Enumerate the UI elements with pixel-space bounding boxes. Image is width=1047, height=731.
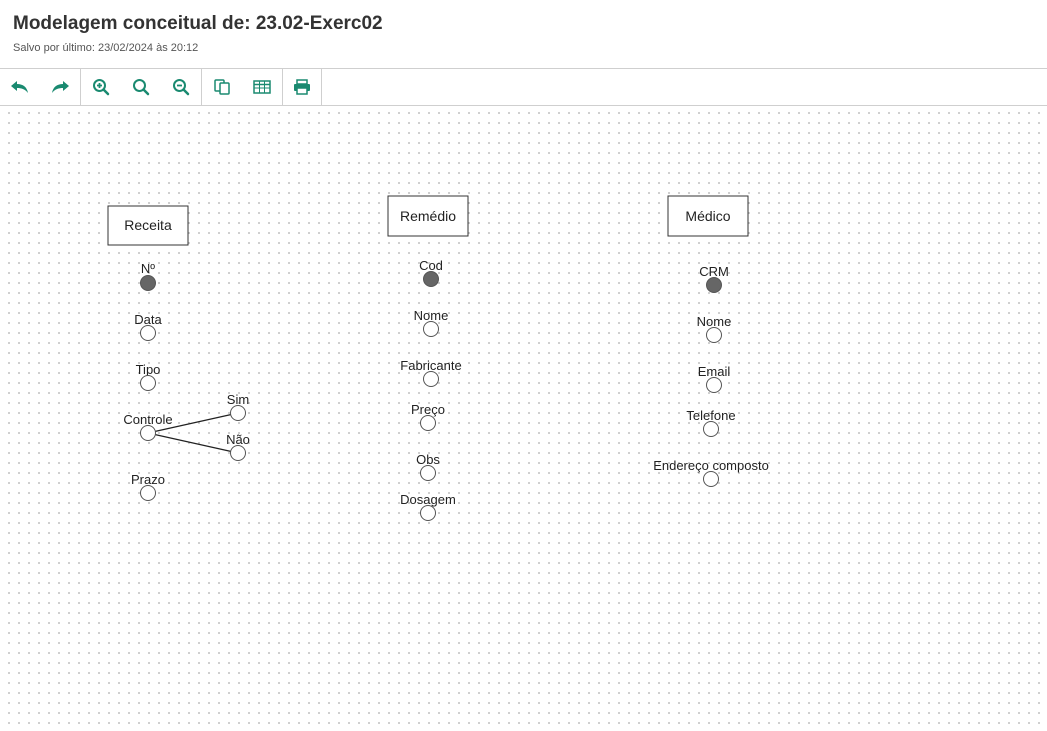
attribute-data[interactable]: Data [134, 312, 162, 341]
attribute-circle[interactable] [230, 405, 246, 421]
attribute-circle[interactable] [706, 327, 722, 343]
table-button[interactable] [242, 69, 282, 105]
attribute-circle[interactable] [420, 415, 436, 431]
copy-icon [214, 79, 230, 95]
attribute-controle[interactable]: Controle [123, 412, 239, 454]
entity-label: Remédio [400, 208, 456, 224]
attribute-circle[interactable] [420, 465, 436, 481]
attribute-circle[interactable] [140, 485, 156, 501]
attribute-sim[interactable]: Sim [227, 392, 249, 421]
attribute-label: Controle [123, 412, 172, 427]
attribute-label: Não [226, 432, 250, 447]
zoom-reset-button[interactable] [121, 69, 161, 105]
attribute-telefone[interactable]: Telefone [686, 408, 736, 437]
attribute-nome-remedio[interactable]: Nome [414, 308, 449, 337]
entity-medico[interactable]: Médico [667, 195, 749, 237]
attribute-obs[interactable]: Obs [416, 452, 440, 481]
print-icon [294, 79, 310, 95]
attribute-circle[interactable] [420, 505, 436, 521]
attribute-numero[interactable]: Nº [140, 261, 156, 291]
key-attribute-circle[interactable] [423, 271, 439, 287]
entity-box[interactable] [107, 205, 189, 246]
diagram: Receita Nº Data Tipo Controle Sim Não [107, 195, 769, 521]
redo-button[interactable] [40, 69, 80, 105]
attribute-label: Nome [414, 308, 449, 323]
attribute-circle[interactable] [423, 371, 439, 387]
print-group [283, 69, 322, 105]
attribute-nome-medico[interactable]: Nome [697, 314, 732, 343]
entity-box[interactable] [387, 195, 469, 237]
entity-remedio[interactable]: Remédio [387, 195, 469, 237]
diagram-canvas[interactable]: Receita Nº Data Tipo Controle Sim Não [0, 106, 1047, 731]
undo-button[interactable] [0, 69, 40, 105]
attribute-preco[interactable]: Preço [411, 402, 445, 431]
zoom-in-button[interactable] [81, 69, 121, 105]
saved-timestamp: Salvo por último: 23/02/2024 às 20:12 [13, 42, 199, 54]
page-title: Modelagem conceitual de: 23.02-Exerc02 [13, 13, 383, 34]
attribute-label: Obs [416, 452, 440, 467]
zoom-in-icon [93, 79, 110, 96]
attribute-email[interactable]: Email [698, 364, 731, 393]
attribute-fabricante[interactable]: Fabricante [400, 358, 462, 387]
attribute-label: Prazo [131, 472, 165, 487]
table-icon [253, 80, 271, 94]
zoom-out-icon [173, 79, 190, 96]
copy-button[interactable] [202, 69, 242, 105]
attribute-circle[interactable] [230, 445, 246, 461]
edit-group [202, 69, 283, 105]
attribute-label: Tipo [136, 362, 161, 377]
attribute-circle[interactable] [140, 375, 156, 391]
attribute-crm[interactable]: CRM [699, 264, 729, 293]
entity-label: Médico [685, 208, 730, 224]
attribute-label: Nº [141, 261, 155, 276]
zoom-reset-icon [133, 79, 150, 96]
link-controle-sim [147, 412, 239, 434]
attribute-cod[interactable]: Cod [419, 258, 443, 287]
entity-box[interactable] [667, 195, 749, 237]
key-attribute-circle[interactable] [706, 277, 722, 293]
header: Modelagem conceitual de: 23.02-Exerc02 S… [0, 0, 1047, 68]
toolbar [0, 68, 1047, 106]
undo-icon [11, 81, 28, 93]
attribute-label: Dosagem [400, 492, 456, 507]
attribute-circle[interactable] [703, 471, 719, 487]
attribute-label: Preço [411, 402, 445, 417]
entity-receita[interactable]: Receita [107, 205, 189, 246]
history-group [0, 69, 81, 105]
print-button[interactable] [283, 69, 321, 105]
attribute-prazo[interactable]: Prazo [131, 472, 165, 501]
attribute-circle[interactable] [140, 325, 156, 341]
entity-label: Receita [124, 217, 172, 233]
attribute-label: Email [698, 364, 731, 379]
link-controle-nao [147, 432, 239, 454]
zoom-out-button[interactable] [161, 69, 201, 105]
redo-icon [52, 81, 69, 93]
attribute-label: Sim [227, 392, 249, 407]
attribute-circle[interactable] [423, 321, 439, 337]
attribute-circle[interactable] [703, 421, 719, 437]
attribute-circle[interactable] [140, 425, 156, 441]
attribute-label: Cod [419, 258, 443, 273]
attribute-circle[interactable] [706, 377, 722, 393]
key-attribute-circle[interactable] [140, 275, 156, 291]
zoom-group [81, 69, 202, 105]
attribute-label: Telefone [686, 408, 735, 423]
attribute-nao[interactable]: Não [226, 432, 250, 461]
attribute-tipo[interactable]: Tipo [136, 362, 161, 391]
attribute-dosagem[interactable]: Dosagem [400, 492, 456, 521]
attribute-label: Nome [697, 314, 732, 329]
attribute-label: CRM [699, 264, 729, 279]
attribute-label: Endereço composto [653, 458, 769, 473]
attribute-endereco-composto[interactable]: Endereço composto [653, 458, 769, 487]
attribute-label: Data [134, 312, 162, 327]
attribute-label: Fabricante [400, 358, 461, 373]
